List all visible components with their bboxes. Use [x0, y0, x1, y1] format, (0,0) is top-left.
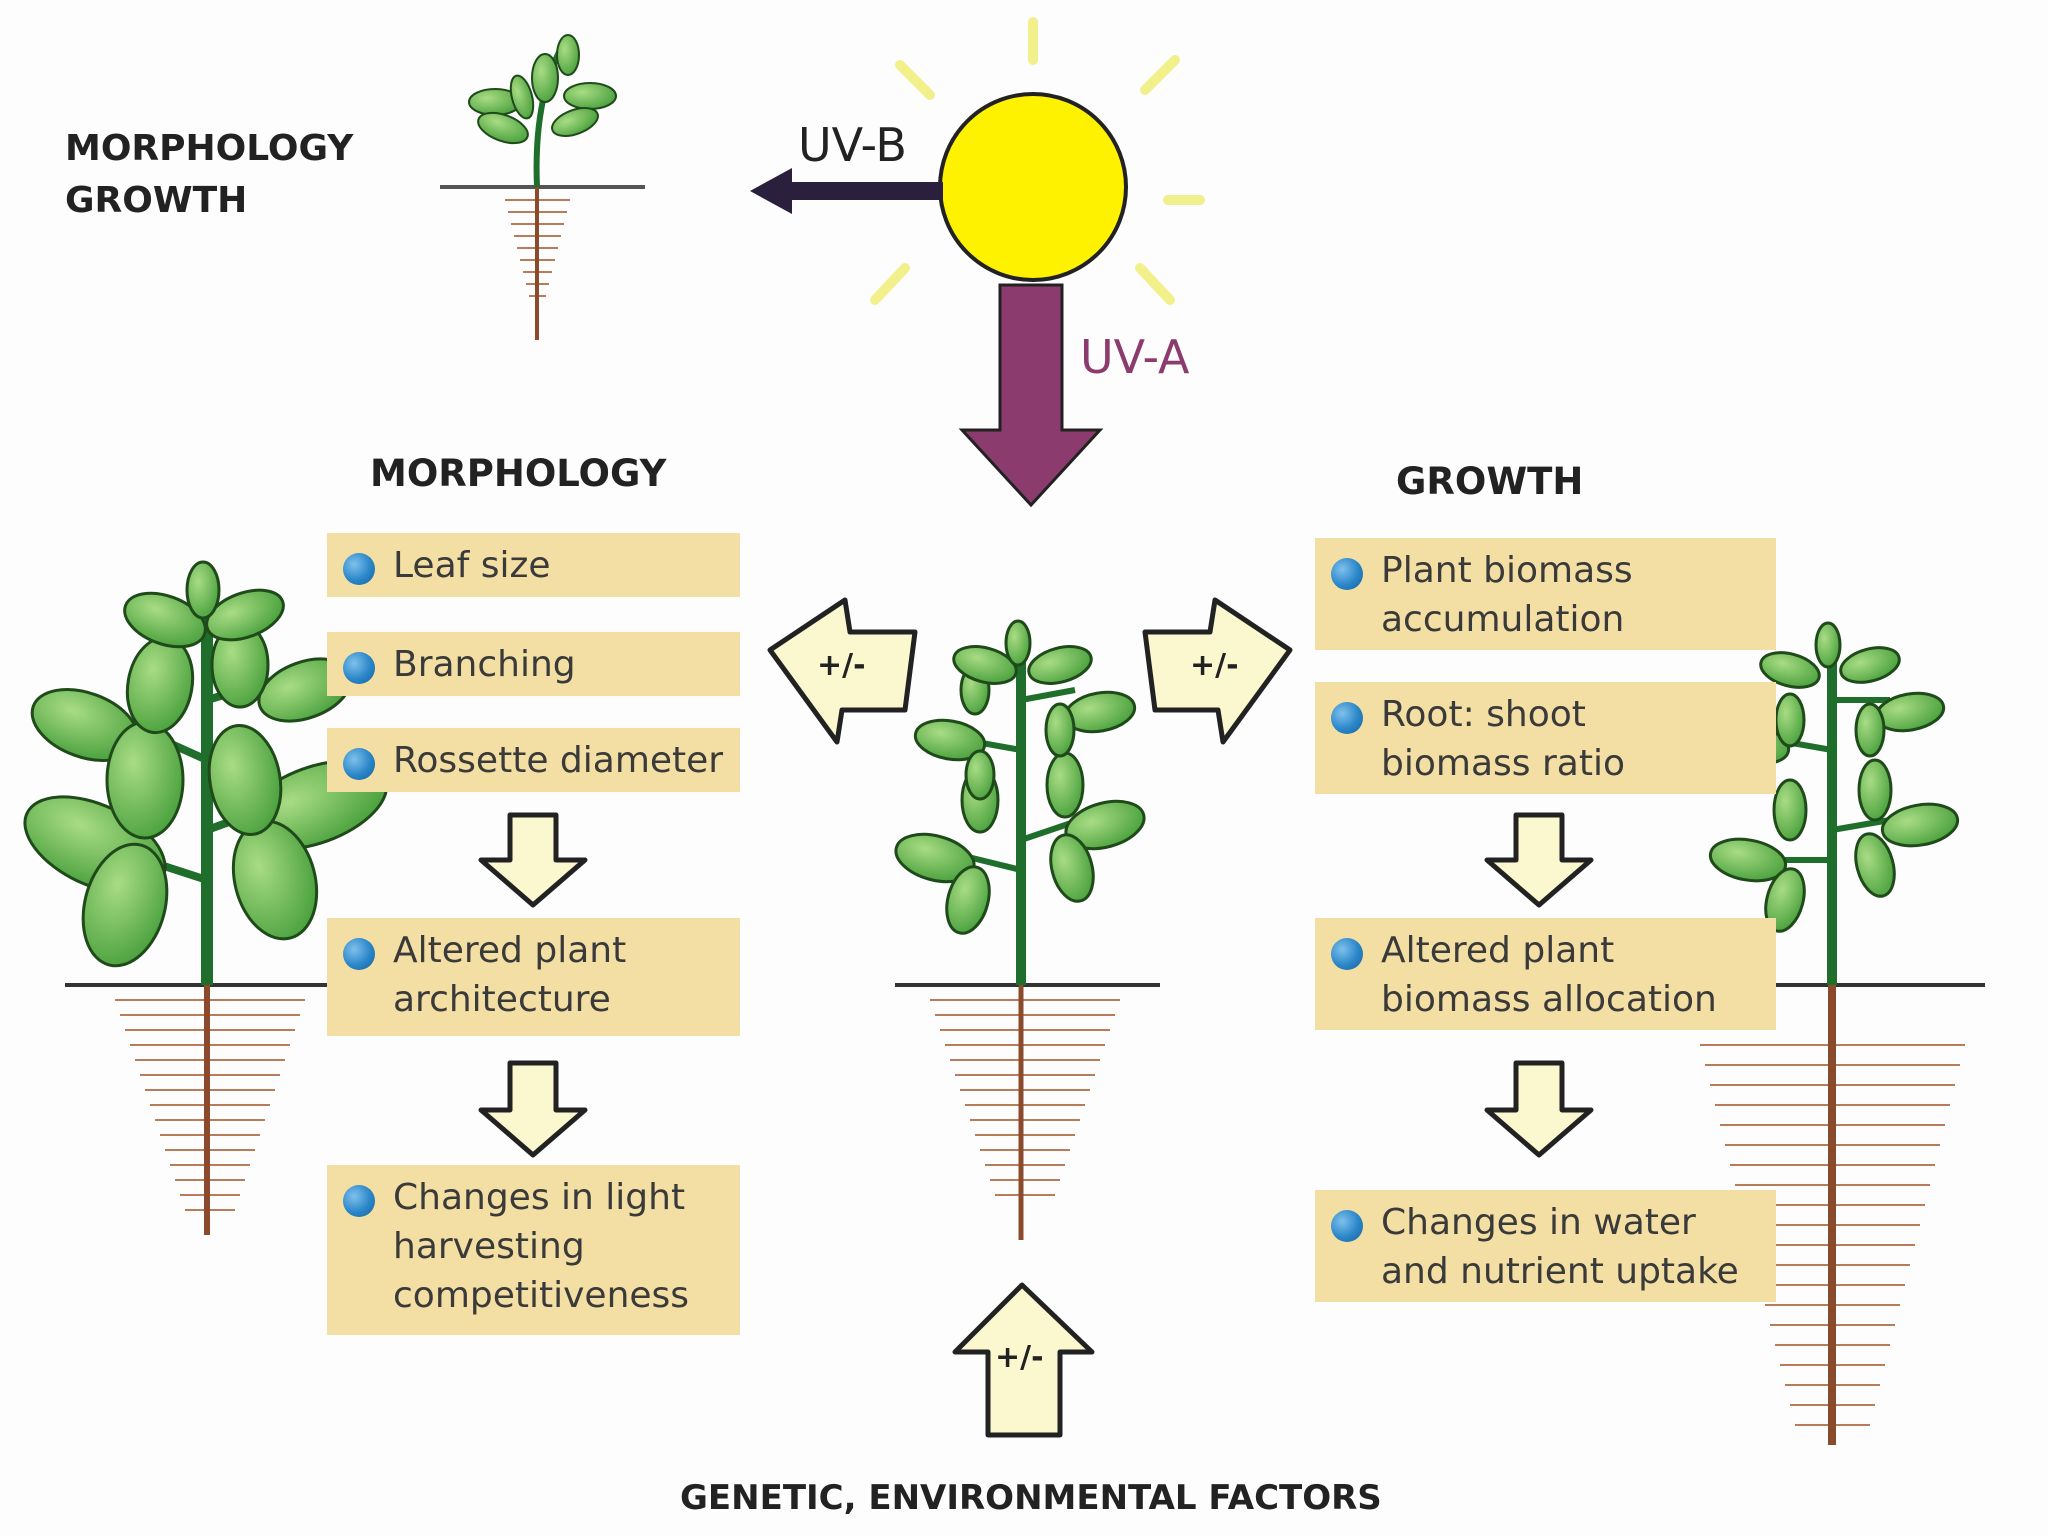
sun-icon — [870, 17, 1205, 305]
box-text: Changes in water and nutrient uptake — [1381, 1202, 1739, 1292]
growth-box-water-nutrient-uptake: Changes in water and nutrient uptake — [1315, 1190, 1776, 1302]
bullet-icon — [343, 1185, 375, 1217]
box-text: Root: shoot biomass ratio — [1381, 694, 1625, 784]
morph-flow-arrow-2 — [478, 1060, 588, 1158]
uvb-arrow — [750, 168, 943, 214]
bottom-plus-minus-arrow — [952, 1282, 1095, 1438]
bottom-factors-label: GENETIC, ENVIRONMENTAL FACTORS — [680, 1478, 1382, 1518]
right-plus-minus-label: +/- — [1190, 648, 1239, 683]
box-text: Changes in light harvesting competitiven… — [393, 1177, 690, 1316]
bullet-icon — [343, 652, 375, 684]
morphology-heading: MORPHOLOGY — [370, 452, 667, 495]
center-plant — [894, 619, 1160, 1240]
top-label-morphology: MORPHOLOGY — [65, 128, 354, 169]
morphology-box-light-harvesting: Changes in light harvesting competitiven… — [327, 1165, 740, 1335]
uva-arrow — [958, 283, 1104, 508]
top-label-growth: GROWTH — [65, 180, 248, 221]
right-plus-minus-arrow — [1142, 597, 1293, 745]
morphology-box-rosette-diameter: Rossette diameter — [327, 728, 740, 792]
morphology-box-altered-architecture: Altered plant architecture — [327, 918, 740, 1036]
box-text: Rossette diameter — [393, 740, 724, 781]
growth-box-root-shoot-ratio: Root: shoot biomass ratio — [1315, 682, 1776, 794]
box-text: Branching — [393, 644, 576, 685]
morphology-box-branching: Branching — [327, 632, 740, 696]
growth-box-biomass-allocation: Altered plant biomass allocation — [1315, 918, 1776, 1030]
bullet-icon — [343, 938, 375, 970]
uvb-label: UV-B — [798, 118, 907, 172]
uva-label: UV-A — [1080, 330, 1190, 384]
bullet-icon — [343, 748, 375, 780]
left-plus-minus-label: +/- — [817, 648, 866, 683]
bullet-icon — [1331, 702, 1363, 734]
box-text: Plant biomass accumulation — [1381, 550, 1633, 640]
morph-flow-arrow-1 — [478, 812, 588, 908]
growth-flow-arrow-1 — [1484, 812, 1594, 908]
left-plus-minus-arrow — [767, 597, 918, 745]
box-text: Altered plant biomass allocation — [1381, 930, 1717, 1020]
box-text: Altered plant architecture — [393, 930, 627, 1020]
bullet-icon — [1331, 938, 1363, 970]
bullet-icon — [1331, 1210, 1363, 1242]
growth-box-biomass-accumulation: Plant biomass accumulation — [1315, 538, 1776, 650]
small-top-plant — [440, 34, 645, 340]
right-plant — [1700, 621, 1985, 1445]
bottom-plus-minus-label: +/- — [995, 1340, 1044, 1375]
growth-heading: GROWTH — [1396, 460, 1584, 503]
bullet-icon — [1331, 558, 1363, 590]
box-text: Leaf size — [393, 545, 551, 586]
growth-flow-arrow-2 — [1484, 1060, 1594, 1158]
left-plant — [23, 560, 389, 1235]
morphology-box-leaf-size: Leaf size — [327, 533, 740, 597]
bullet-icon — [343, 553, 375, 585]
